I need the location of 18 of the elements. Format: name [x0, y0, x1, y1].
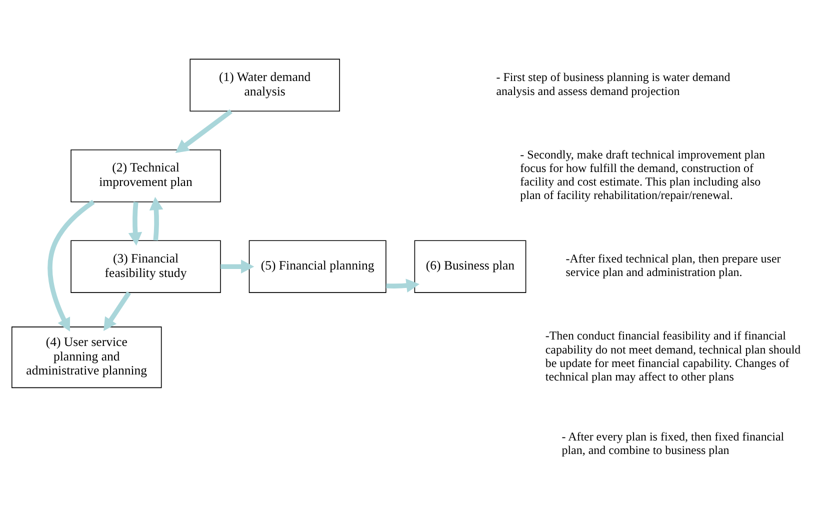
node-box: (6) Business plan — [414, 240, 526, 292]
label: -After fixed technical plan, then prepare user service plan and administration plan. — [566, 251, 781, 279]
arrow — [175, 108, 232, 152]
node-box: (1) Water demand analysis — [190, 58, 340, 112]
node-box: (5) Financial planning — [248, 240, 386, 292]
node-box: (3) Financial feasibility study — [70, 240, 221, 292]
arrow — [128, 201, 142, 246]
node-box: (2) Technical improvement plan — [70, 149, 221, 202]
node-box: (4) User service planning and administrative planning — [12, 326, 162, 388]
arrow — [220, 259, 254, 273]
arrow — [104, 290, 131, 331]
label: -Then conduct financial feasibility and if financial capability do not meet demand, technical plan should be update for meet financial capability. Changes of technical plan may affect to other plans — [545, 328, 801, 383]
arrow — [386, 278, 420, 292]
arrow — [149, 196, 164, 240]
label: - Secondly, make draft technical improvement plan focus for how fulfill the demand, construction of facility and cost estimate. This plan including also plan of facility rehabilitation/repair/renewal. — [520, 146, 766, 202]
label: - After every plan is fixed, then fixed financial plan, and combine to business plan — [562, 428, 784, 457]
label: - First step of business planning is water demand analysis and assess demand projection — [496, 70, 730, 98]
arrow — [48, 199, 95, 331]
